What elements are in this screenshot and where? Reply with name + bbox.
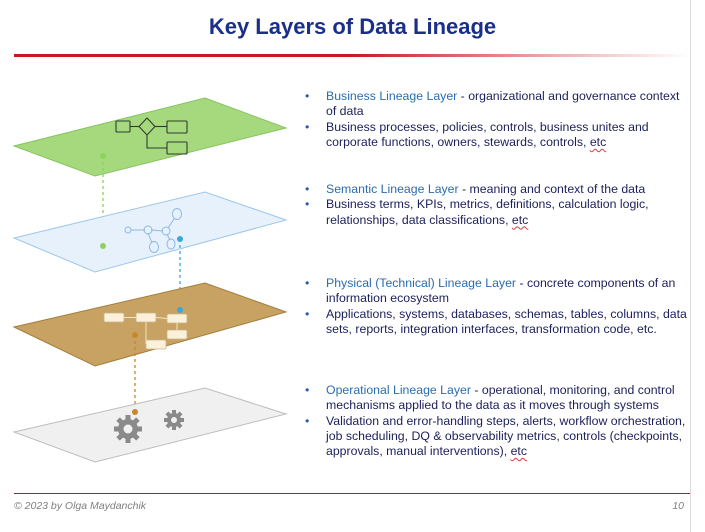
- footer-copyright: © 2023 by Olga Maydanchik: [14, 500, 147, 512]
- business-layer-name: Business Lineage Layer: [326, 89, 458, 103]
- operational-layer-details: Validation and error-handling steps, ale…: [305, 414, 690, 460]
- physical-layer-summary: Physical (Technical) Lineage Layer - con…: [305, 276, 690, 307]
- physical-connector-dot-orange: [132, 332, 138, 338]
- semantic-layer-description: Semantic Lineage Layer - meaning and con…: [305, 182, 690, 228]
- business-layer-details: Business processes, policies, controls, …: [305, 120, 690, 151]
- semantic-connector-dot-blue: [177, 236, 183, 242]
- business-layer-plane: [12, 97, 288, 177]
- semantic-layer-summary: Semantic Lineage Layer - meaning and con…: [305, 182, 690, 198]
- physical-layer-details: Applications, systems, databases, schema…: [305, 307, 690, 338]
- footer-rule: [14, 493, 690, 494]
- gears-icon: [114, 410, 184, 443]
- data-pipeline-icon: [103, 312, 188, 350]
- operational-layer-name: Operational Lineage Layer: [326, 383, 471, 397]
- business-layer-description: Business Lineage Layer - organizational …: [305, 89, 690, 150]
- network-graph-icon: [124, 208, 182, 253]
- business-layer-summary: Business Lineage Layer - organizational …: [305, 89, 690, 120]
- physical-layer-name: Physical (Technical) Lineage Layer: [326, 276, 517, 290]
- operational-layer-summary: Operational Lineage Layer - operational,…: [305, 383, 690, 414]
- operational-layer-description: Operational Lineage Layer - operational,…: [305, 383, 690, 459]
- physical-layer-description: Physical (Technical) Lineage Layer - con…: [305, 276, 690, 337]
- process-flow-icon: [115, 117, 188, 155]
- operational-connector-dot: [132, 409, 138, 415]
- page-number: 10: [672, 500, 684, 512]
- physical-layer-plane: [12, 282, 288, 367]
- semantic-layer-name: Semantic Lineage Layer: [326, 182, 459, 196]
- slide-title: Key Layers of Data Lineage: [208, 14, 497, 39]
- physical-connector-dot-blue: [177, 307, 183, 313]
- operational-layer-plane: [12, 387, 288, 463]
- business-connector-dot: [100, 153, 106, 159]
- title-underline: [14, 54, 690, 57]
- slide-right-edge: [690, 0, 691, 532]
- semantic-layer-details: Business terms, KPIs, metrics, definitio…: [305, 197, 690, 228]
- semantic-layer-plane: [12, 191, 288, 273]
- semantic-connector-dot-green: [100, 243, 106, 249]
